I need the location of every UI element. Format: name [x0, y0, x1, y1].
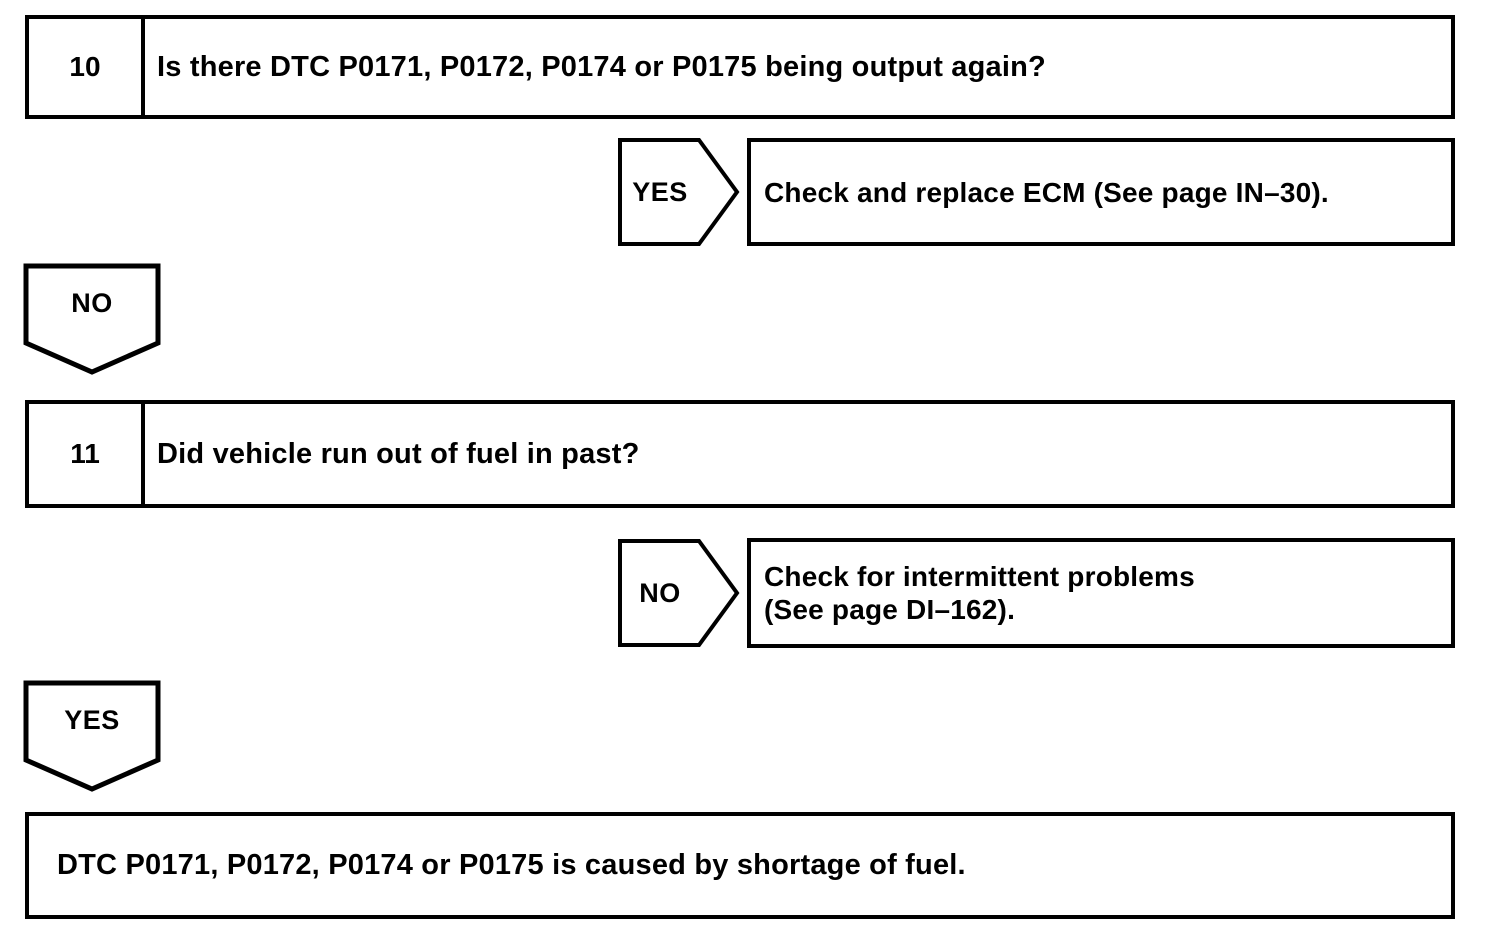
conclusion-box: DTC P0171, P0172, P0174 or P0175 is caus…	[25, 812, 1455, 919]
down-arrow-pentagon-shape	[23, 680, 161, 792]
result-line: Check and replace ECM (See page IN–30).	[764, 176, 1329, 208]
branch-label: NO	[639, 577, 681, 608]
question-text: Is there DTC P0171, P0172, P0174 or P017…	[157, 50, 1046, 83]
continue-label: NO	[71, 287, 113, 318]
result-line: Check for intermittent problems	[764, 561, 1195, 592]
branch-pentagon-no: NO	[618, 539, 740, 647]
question-box-step-11: 11 Did vehicle run out of fuel in past?	[25, 400, 1455, 508]
result-box-step-11: Check for intermittent problems (See pag…	[747, 538, 1455, 648]
branch-label: YES	[632, 176, 688, 207]
step-number-cell: 10	[29, 19, 145, 115]
continue-pentagon-yes: YES	[23, 680, 161, 792]
right-arrow-pentagon-shape	[618, 138, 740, 246]
question-box-step-10: 10 Is there DTC P0171, P0172, P0174 or P…	[25, 15, 1455, 119]
result-box-step-10: Check and replace ECM (See page IN–30).	[747, 138, 1455, 246]
continue-label: YES	[64, 704, 120, 735]
continue-pentagon-no: NO	[23, 263, 161, 375]
result-line: (See page DI–162).	[764, 594, 1016, 625]
down-arrow-pentagon-shape	[23, 263, 161, 375]
step-number-cell: 11	[29, 404, 145, 504]
step-number: 11	[70, 438, 100, 469]
conclusion-text: DTC P0171, P0172, P0174 or P0175 is caus…	[57, 849, 966, 881]
question-text: Did vehicle run out of fuel in past?	[157, 437, 640, 470]
branch-pentagon-yes: YES	[618, 138, 740, 246]
right-arrow-pentagon-shape	[618, 539, 740, 647]
step-number: 10	[69, 51, 101, 82]
